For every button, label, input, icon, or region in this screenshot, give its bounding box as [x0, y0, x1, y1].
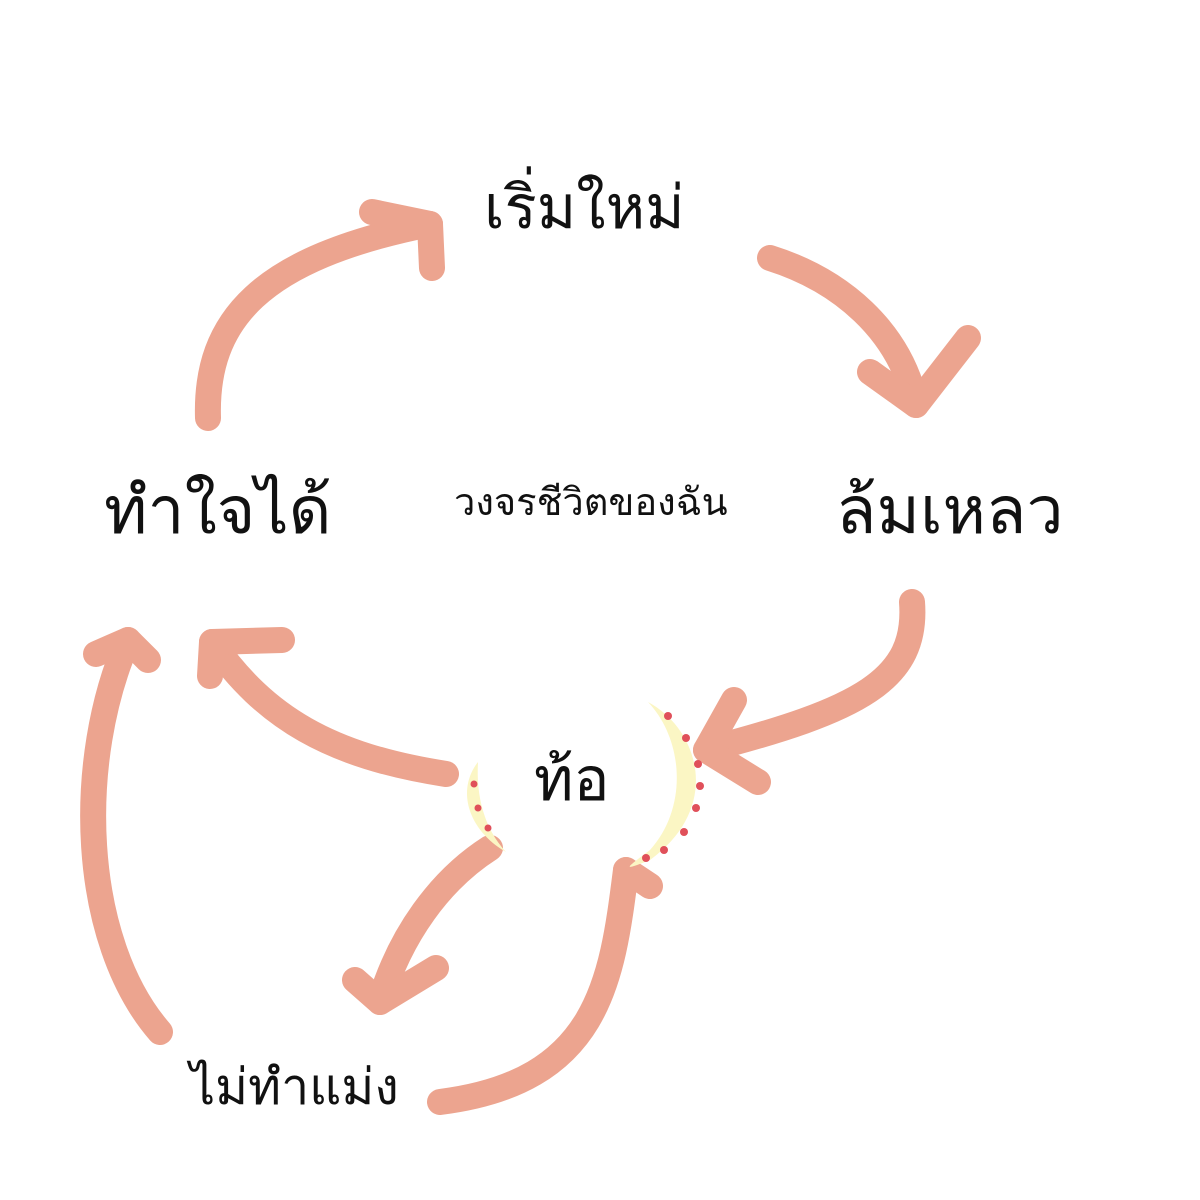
node-give-up: ไม่ทำแม่ง: [190, 1058, 399, 1116]
arrowhead-discouraged-bottom: [613, 857, 663, 899]
arrowhead-fail: [857, 325, 981, 418]
arrow-discouraged-to-giveup: [367, 835, 503, 1015]
arrow-restart-to-fail: [757, 245, 929, 418]
moon-right-icon: [629, 702, 704, 867]
moon-left-icon: [467, 762, 506, 852]
arrow-giveup-to-discouraged: [427, 857, 639, 1115]
node-fail: ล้มเหลว: [836, 472, 1064, 549]
arrow-discouraged-to-accept: [199, 629, 459, 787]
arrowhead-giveup: [342, 955, 449, 1015]
node-accept: ทำใจได้: [104, 472, 332, 549]
arrow-giveup-to-accept: [80, 627, 173, 1045]
node-restart: เริ่มใหม่: [484, 173, 685, 243]
arrow-fail-to-discouraged: [693, 589, 926, 763]
arrowhead-restart: [359, 199, 445, 281]
arrowhead-accept-outer: [83, 627, 161, 673]
arrow-accept-to-restart: [194, 211, 443, 431]
node-discouraged: ท้อ: [534, 745, 610, 815]
arrowhead-discouraged-right: [693, 687, 771, 795]
diagram-title: วงจรชีวิตของฉัน: [454, 480, 728, 524]
arrowhead-accept-inner: [197, 627, 295, 689]
